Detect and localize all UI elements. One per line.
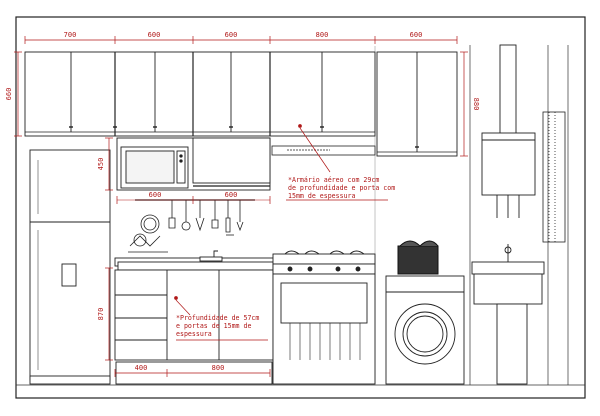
upper-cabinet-row xyxy=(24,51,376,137)
dish-rack xyxy=(128,214,168,253)
washing-machine xyxy=(385,275,465,385)
dimension-labels: 700 600 600 800 600 660 450 880 600 600 … xyxy=(5,31,480,372)
note-base-line-1: *Profundidade de 57cm xyxy=(176,314,259,322)
note-base-line-3: espessura xyxy=(176,330,212,338)
dimension-lines xyxy=(14,36,468,377)
stove xyxy=(272,250,376,385)
window-frame xyxy=(542,111,566,243)
laundry-tank xyxy=(471,244,545,385)
cabinet-door xyxy=(192,137,271,184)
dim-top-4: 800 xyxy=(316,31,329,39)
note-aereo-line-3: 15mm de espessura xyxy=(288,192,356,200)
dim-microwave-height: 450 xyxy=(97,158,105,171)
refrigerator xyxy=(29,149,111,385)
dim-middle-1: 600 xyxy=(149,191,162,199)
annotation-upper-cabinet: *Armário aéreo com 29cm de profundidade … xyxy=(288,176,395,200)
dim-top-1: 700 xyxy=(64,31,77,39)
note-aereo-line-1: *Armário aéreo com 29cm xyxy=(288,176,379,184)
dim-middle-2: 600 xyxy=(225,191,238,199)
base-cabinets xyxy=(114,250,276,385)
dim-base-height: 870 xyxy=(97,308,105,321)
range-hood xyxy=(271,145,376,156)
dim-bottom-1: 400 xyxy=(135,364,148,372)
annotation-base-cabinet: *Profundidade de 57cm e portas de 15mm d… xyxy=(176,314,259,338)
upper-cabinets xyxy=(24,51,458,157)
microwave-niche xyxy=(116,137,271,191)
fridge-dispenser xyxy=(61,263,77,287)
dim-bottom-2: 800 xyxy=(212,364,225,372)
dim-top-3: 600 xyxy=(225,31,238,39)
dim-upper-height: 660 xyxy=(5,88,13,101)
laundry-basket xyxy=(397,240,439,275)
note-aereo-line-2: de profundidade e porta com xyxy=(288,184,395,192)
note-base-line-2: e portas de 15mm de xyxy=(176,322,251,330)
dim-top-2: 600 xyxy=(148,31,161,39)
dim-top-5: 600 xyxy=(410,31,423,39)
dim-tall-upper-height: 880 xyxy=(472,98,480,111)
gas-water-heater xyxy=(481,44,536,218)
wall-lines xyxy=(469,45,569,385)
